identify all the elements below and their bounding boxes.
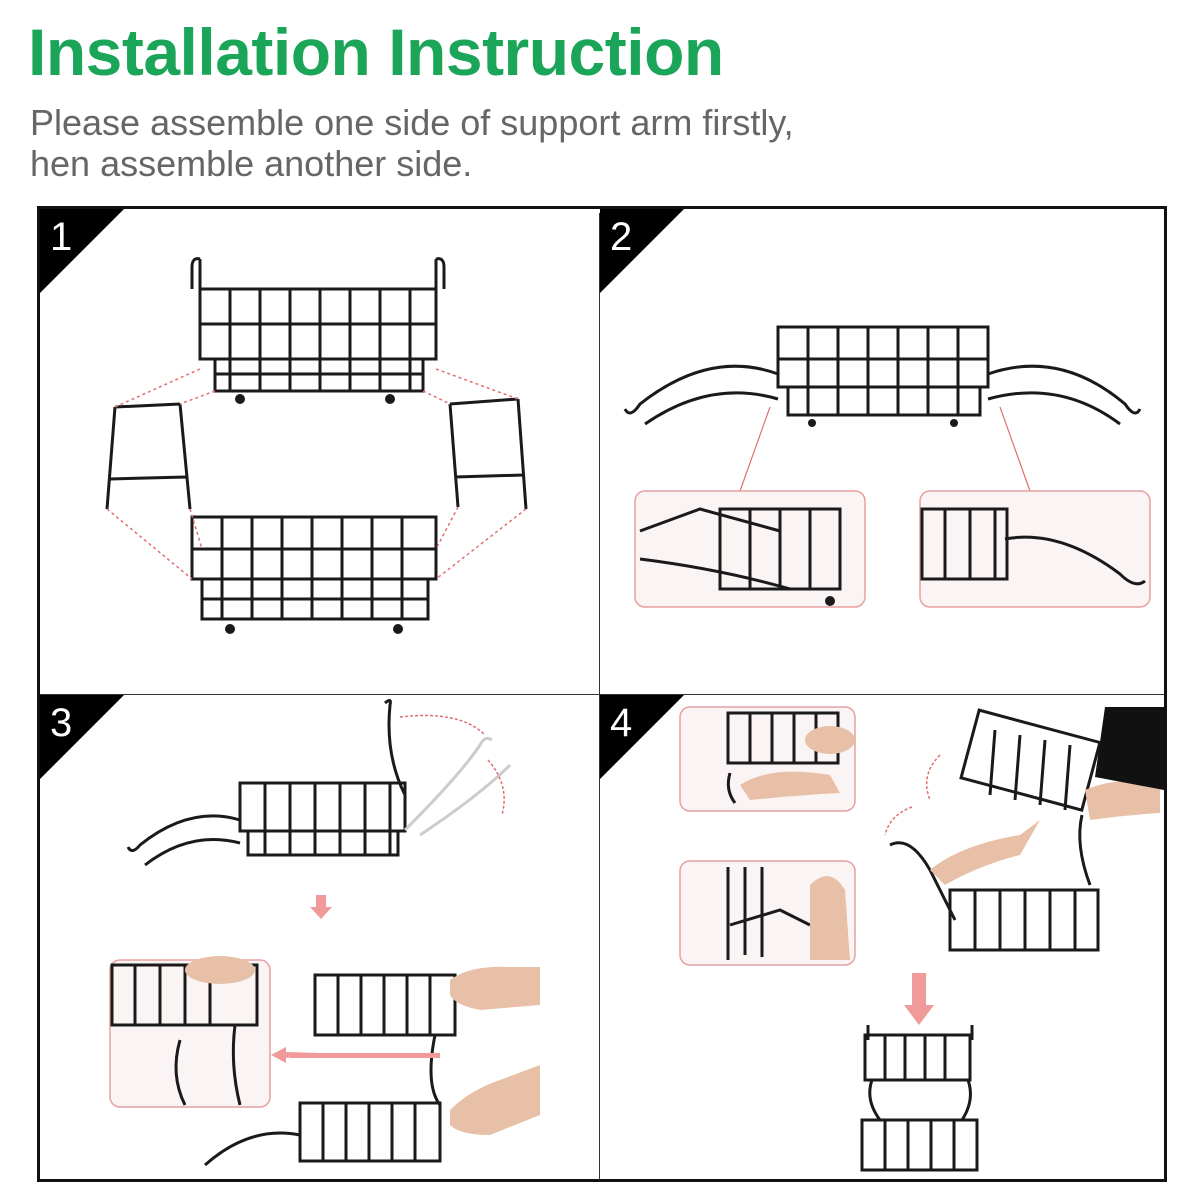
step-number: 1 [50, 215, 73, 259]
step-1-illustration [105, 257, 528, 634]
step-badge-3: 3 [40, 695, 128, 783]
step-badge-1: 1 [40, 209, 128, 297]
step-badge-4: 4 [600, 695, 688, 783]
subtitle-line-1: Please assemble one side of support arm … [30, 102, 794, 143]
panel-divider-horizontal [40, 694, 1164, 695]
page-subtitle: Please assemble one side of support arm … [30, 102, 794, 184]
triangle-badge-icon [40, 695, 124, 779]
step-3-illustration [109, 698, 540, 1167]
subtitle-line-2: hen assemble another side. [30, 143, 473, 184]
hand-illustration [185, 956, 540, 1135]
step-panel-3: 3 [40, 695, 599, 1180]
triangle-badge-icon [40, 209, 124, 293]
step-number: 4 [610, 701, 633, 745]
triangle-badge-icon [600, 209, 684, 293]
step-badge-2: 2 [600, 209, 688, 297]
triangle-badge-icon [600, 695, 684, 779]
step-panel-2: 2 [600, 209, 1164, 694]
step-2-illustration [623, 325, 1151, 608]
step-number: 2 [610, 215, 633, 259]
step-panel-4: 4 [600, 695, 1164, 1180]
step-number: 3 [50, 701, 73, 745]
hand-illustration [740, 726, 1160, 960]
panel-divider-vertical [599, 213, 600, 1180]
step-panel-1: 1 [40, 209, 599, 694]
step-4-illustration [679, 706, 1164, 1172]
page-title: Installation Instruction [28, 15, 724, 89]
